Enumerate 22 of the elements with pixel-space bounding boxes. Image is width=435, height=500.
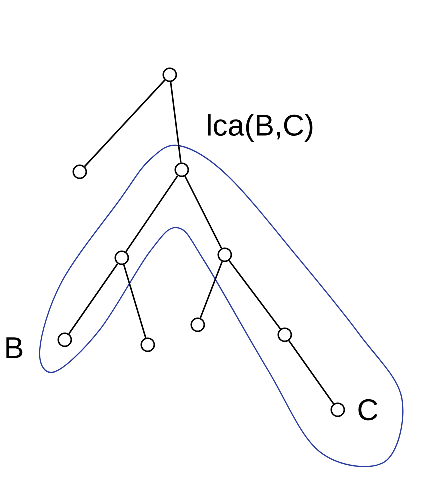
tree-edge — [123, 264, 147, 338]
tree-edge — [170, 82, 182, 163]
tree-node — [114, 250, 130, 266]
tree-edge — [125, 176, 179, 252]
node-label: C — [358, 399, 378, 421]
tree-node — [190, 318, 206, 332]
tree-edge — [84, 80, 166, 168]
tree-node — [72, 164, 88, 180]
tree-edge — [68, 264, 118, 334]
tree-node — [174, 162, 190, 178]
tree-node — [162, 68, 178, 82]
tree-edge — [228, 260, 282, 330]
tree-node — [140, 338, 156, 352]
tree-node — [278, 328, 292, 342]
node-label: B — [6, 338, 23, 358]
node-label: lca(B,C) — [208, 114, 313, 142]
tree-node — [330, 402, 346, 418]
tree-node — [218, 248, 232, 262]
tree-node — [58, 332, 72, 348]
tree-edge — [184, 176, 222, 249]
tree-edge — [200, 262, 224, 318]
tree-edge — [288, 340, 334, 405]
